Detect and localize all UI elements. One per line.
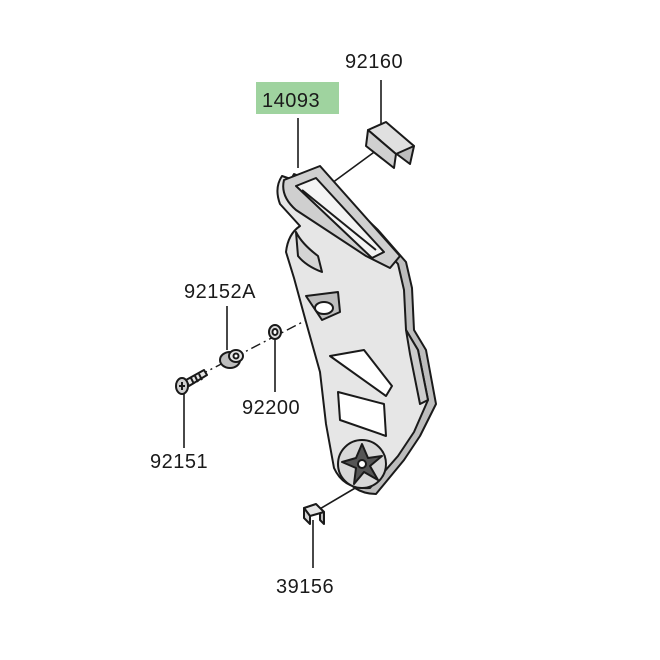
leader-92160-to-bracket (331, 149, 378, 184)
rubber-pad-92160-part[interactable] (365, 121, 415, 169)
bracket-pivot-center (357, 459, 367, 469)
bracket-right-edge (405, 329, 429, 405)
bracket-slot-inner-line (301, 189, 377, 251)
assembly-axis-line (197, 311, 323, 377)
part-highlight-box (256, 82, 339, 114)
bolt-92151-part[interactable] (175, 369, 208, 395)
washer-hole (271, 328, 279, 336)
bolt-head-recess (179, 382, 185, 390)
bracket-bolt-hole (314, 301, 334, 315)
bracket-14093-part[interactable] (276, 165, 437, 495)
part-label-92151[interactable]: 92151 (150, 451, 208, 473)
part-label-92152a[interactable]: 92152A (184, 281, 256, 303)
part-label-92160[interactable]: 92160 (345, 51, 403, 73)
plug-front (303, 507, 311, 525)
washer-92200-part[interactable] (268, 324, 282, 340)
part-label-92200[interactable]: 92200 (242, 397, 300, 419)
plug-39156-part[interactable] (303, 503, 325, 525)
bracket-cutout-upper (329, 349, 393, 397)
collar-92152a-part[interactable] (219, 349, 244, 369)
part-label-39156[interactable]: 39156 (276, 576, 334, 598)
bracket-left-edge (295, 231, 323, 273)
part-label-14093[interactable]: 14093 (262, 90, 320, 112)
bolt-thread (190, 373, 203, 385)
pad-front (365, 129, 397, 169)
leader-lines (183, 80, 382, 568)
bracket-cutout-lower (337, 391, 387, 437)
collar-hole (232, 352, 240, 360)
